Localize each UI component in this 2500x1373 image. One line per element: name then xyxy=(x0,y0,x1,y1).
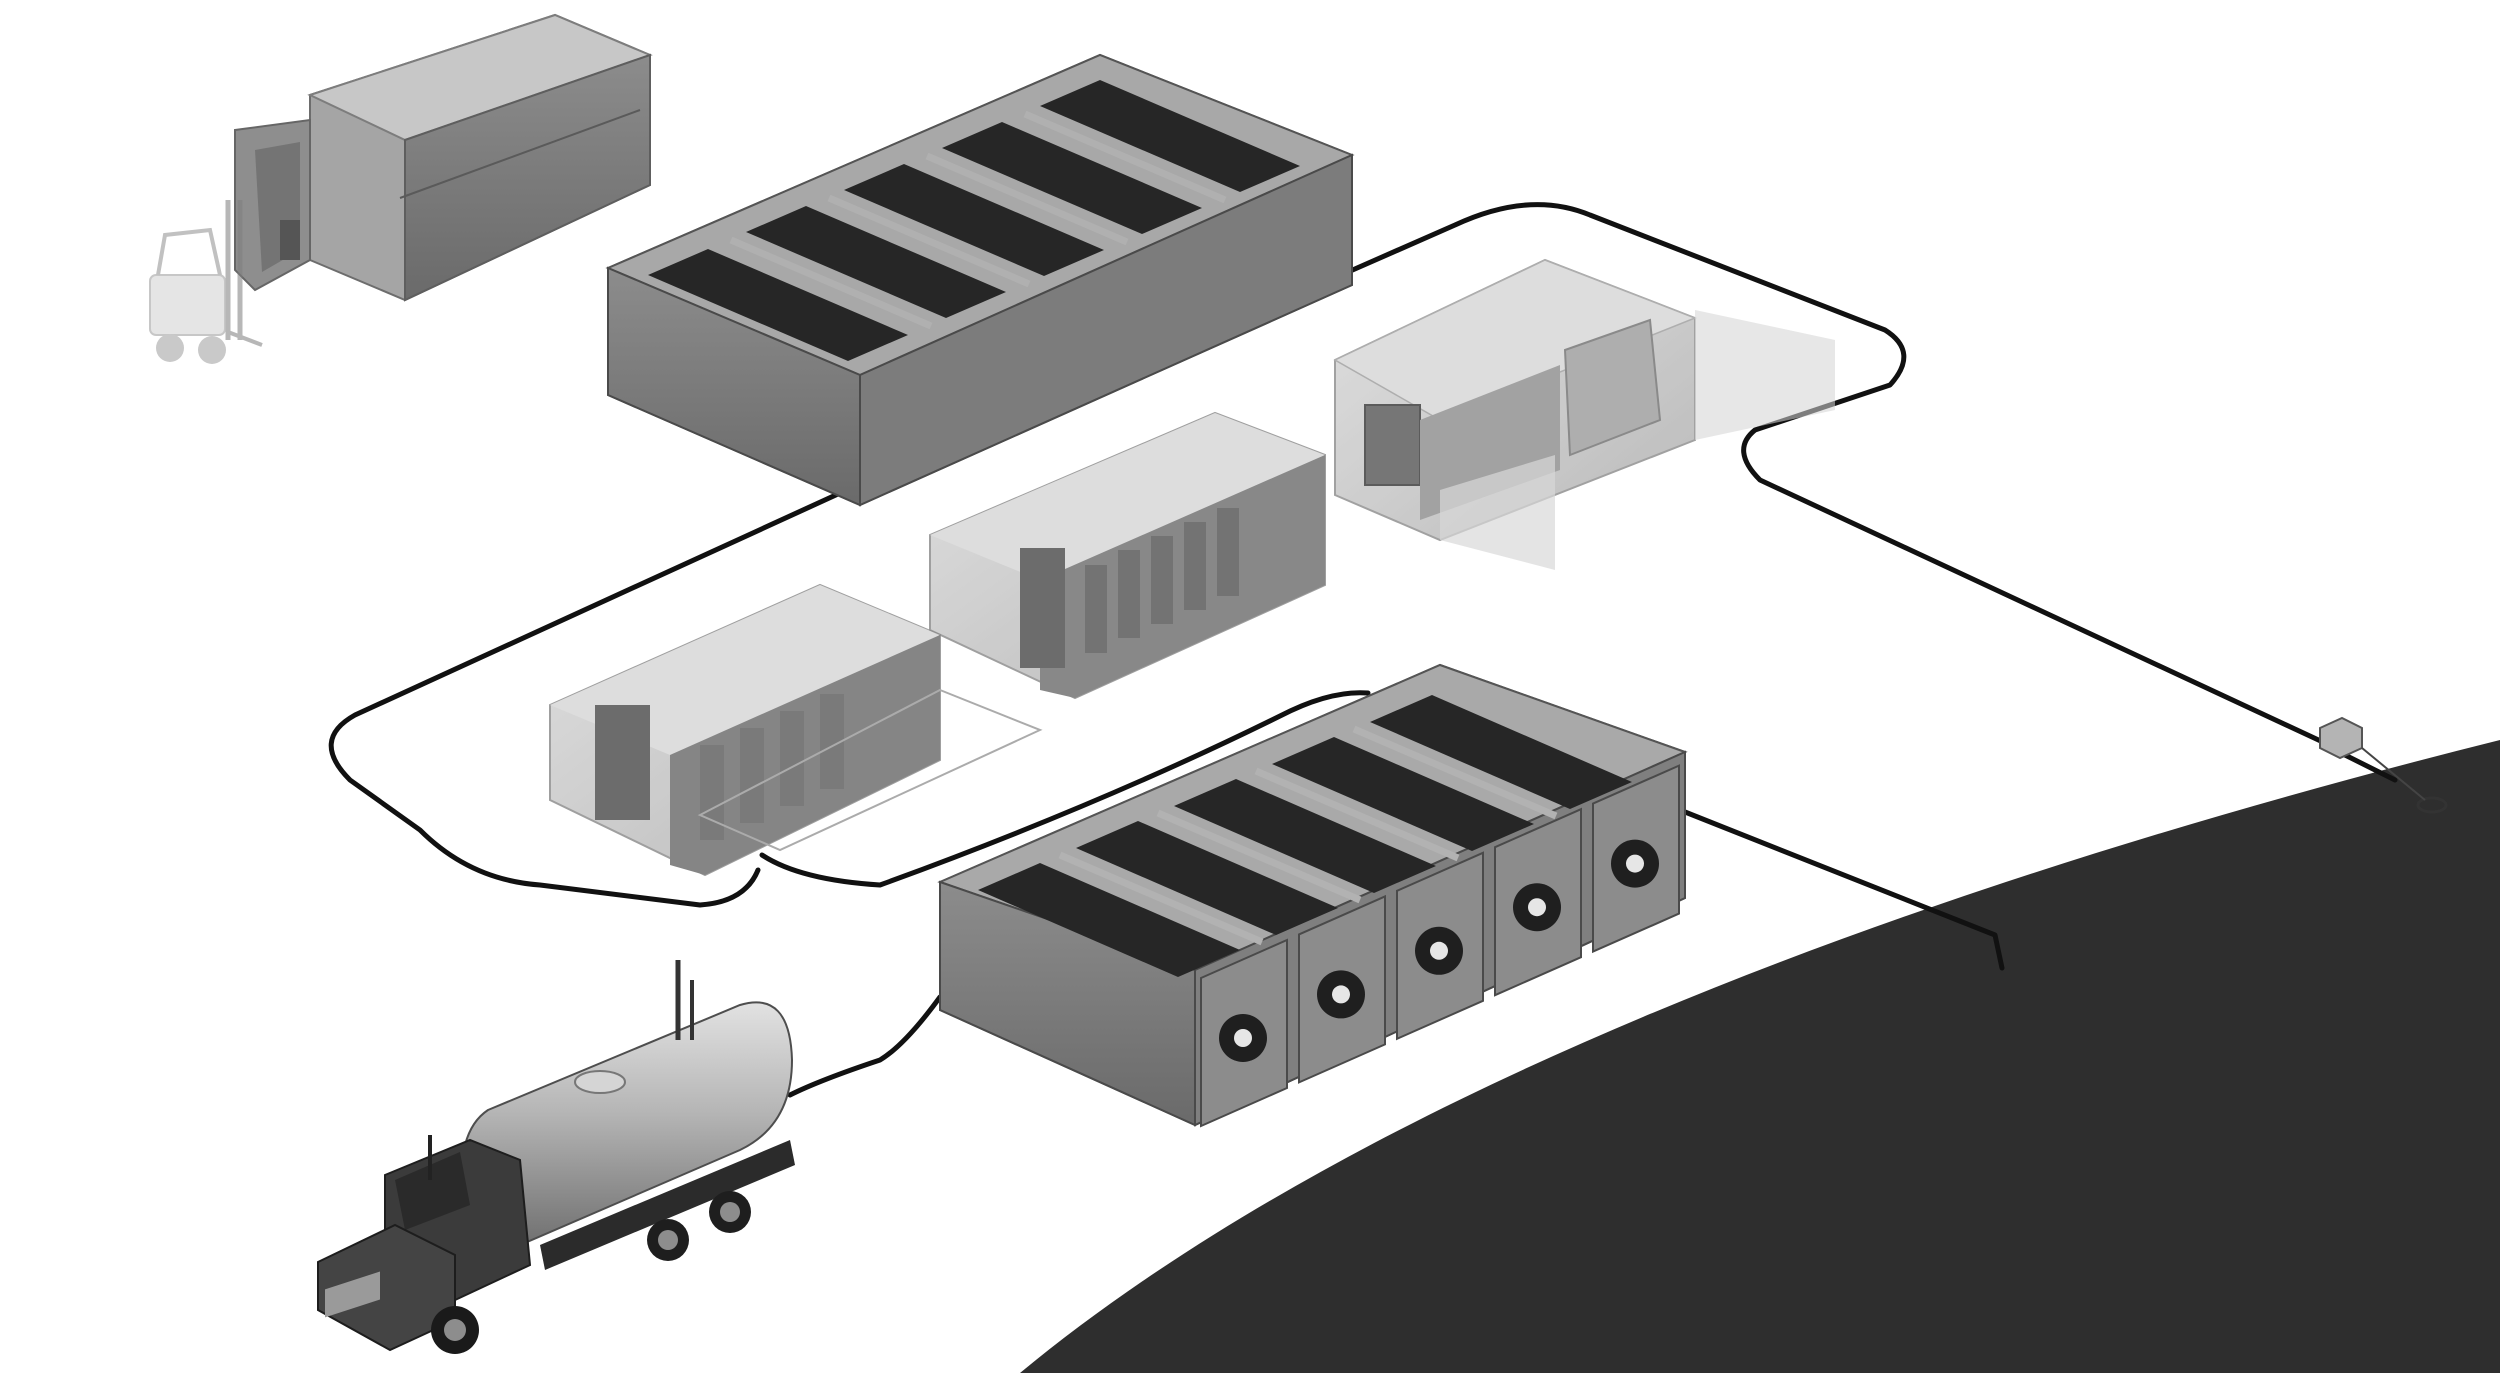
pipe-tanker-link xyxy=(787,994,943,1098)
fan-hub-icon xyxy=(1626,854,1644,873)
cell-end-panel xyxy=(1200,938,1288,1128)
pipe-outfall xyxy=(2342,752,2398,783)
cell-end-panel xyxy=(1592,764,1680,954)
fan-hub-icon xyxy=(1430,941,1448,960)
forklift-icon xyxy=(149,200,263,364)
pipe-right-drop xyxy=(1677,807,2005,971)
box-truck-icon xyxy=(234,13,653,302)
basin-ribs-upper xyxy=(729,110,1227,330)
basin-cells-upper xyxy=(648,80,1300,361)
pipe-network xyxy=(328,202,2398,1098)
lower-treatment-basins xyxy=(937,663,1688,1128)
fan-hub-icon xyxy=(1234,1029,1252,1047)
equipment-module-1 xyxy=(549,583,1043,877)
basin-ribs-lower xyxy=(1058,725,1558,946)
pipe-return xyxy=(759,690,1371,888)
cell-end-panels xyxy=(1200,764,1680,1128)
fan-hub-icon xyxy=(1528,898,1546,917)
fan-hub-icon xyxy=(1332,985,1350,1004)
road xyxy=(1020,740,2500,1373)
pipe-upper-loop xyxy=(1345,202,2343,753)
tanker-truck-icon xyxy=(317,960,795,1354)
cell-end-panel xyxy=(1494,807,1582,997)
outfall-junction-box xyxy=(2319,716,2448,814)
upper-treatment-basins xyxy=(605,53,1355,507)
cell-end-panel xyxy=(1396,851,1484,1041)
lab-office-module xyxy=(1333,258,1835,570)
pipe-left-loop xyxy=(328,491,841,908)
basin-cells-lower xyxy=(978,695,1632,977)
equipment-racks-2 xyxy=(1085,508,1239,653)
equipment-module-2 xyxy=(929,411,1326,700)
cell-end-panel xyxy=(1298,894,1386,1084)
